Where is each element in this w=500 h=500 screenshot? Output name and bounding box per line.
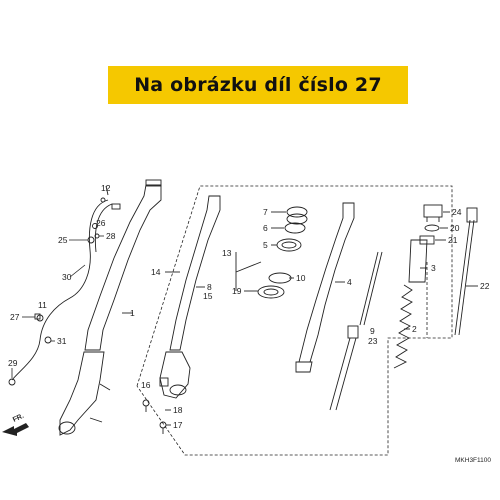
label-14: 14 (151, 267, 161, 277)
label-21: 21 (448, 235, 458, 245)
label-29: 29 (8, 358, 18, 368)
label-22: 22 (480, 281, 490, 291)
label-26: 26 (96, 218, 106, 228)
label-16: 16 (141, 380, 151, 390)
label-24: 24 (452, 207, 462, 217)
label-leaders (11, 235, 104, 378)
label-28: 28 (106, 231, 116, 241)
label-6: 6 (263, 223, 268, 233)
label-20: 20 (450, 223, 460, 233)
label-31: 31 (57, 336, 67, 346)
label-7: 7 (263, 207, 268, 217)
label-25: 25 (58, 235, 68, 245)
label-3: 3 (431, 263, 436, 273)
label-19: 19 (232, 286, 242, 296)
label-13: 13 (222, 248, 232, 258)
front-direction-arrow (2, 423, 29, 436)
label-12: 12 (101, 183, 111, 193)
label-10: 10 (296, 273, 306, 283)
label-9: 9 (370, 326, 375, 336)
label-2: 2 (412, 324, 417, 334)
part-number-banner: Na obrázku díl číslo 27 (108, 66, 408, 104)
label-18: 18 (173, 405, 183, 415)
label-27: 27 (10, 312, 20, 322)
diagram-linework (8, 179, 478, 456)
label-4: 4 (347, 277, 352, 287)
part-labels: 1 2 3 4 5 6 7 8 9 10 11 12 13 14 15 16 1… (8, 183, 490, 430)
direction-label: FR. (12, 413, 25, 424)
label-30: 30 (62, 272, 72, 282)
label-8: 8 (207, 282, 212, 292)
label-23: 23 (368, 336, 378, 346)
label-11: 11 (38, 300, 47, 310)
diagram-code: MKH3F1100 (455, 457, 491, 464)
label-1: 1 (130, 308, 135, 318)
banner-text: Na obrázku díl číslo 27 (134, 74, 382, 96)
label-5: 5 (263, 240, 268, 250)
label-17: 17 (173, 420, 183, 430)
label-15: 15 (203, 291, 213, 301)
